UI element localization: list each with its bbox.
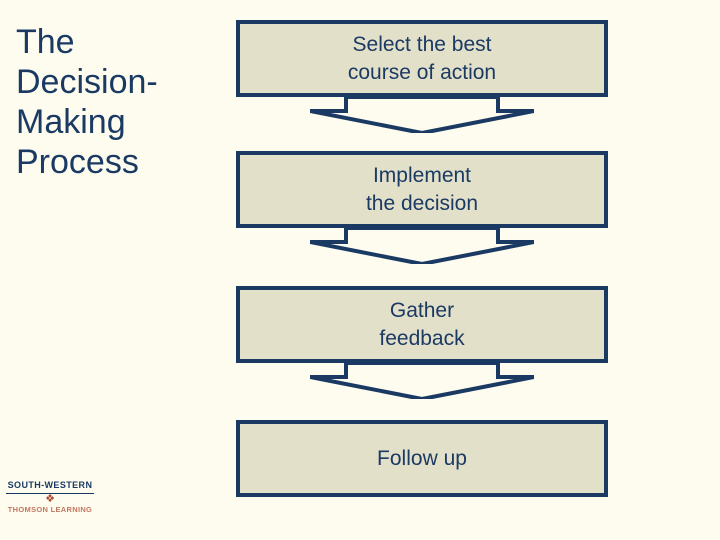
flow-step-4[interactable]: Follow up xyxy=(236,420,608,497)
flow-step-4-label: Follow up xyxy=(377,446,467,470)
down-arrow-1 xyxy=(310,97,534,133)
down-arrow-2 xyxy=(310,228,534,264)
flow-step-1[interactable]: Select the best course of action xyxy=(236,20,608,97)
logo-line-1: SOUTH-WESTERN xyxy=(7,480,93,490)
publisher-logo: SOUTH-WESTERN ❖ THOMSON LEARNING xyxy=(0,480,100,528)
down-arrow-3 xyxy=(310,363,534,399)
flow-step-3-label: Gather feedback xyxy=(379,298,465,350)
flow-step-2-label: Implement the decision xyxy=(365,163,479,215)
logo-diamond-icon: ❖ xyxy=(45,493,55,505)
flow-step-2[interactable]: Implement the decision xyxy=(236,151,608,228)
logo-line-2: THOMSON LEARNING xyxy=(7,505,93,514)
flow-step-1-label: Select the best course of action xyxy=(347,32,497,84)
logo-divider xyxy=(6,493,94,494)
page-title: The Decision- Making Process xyxy=(16,23,158,182)
flow-step-3[interactable]: Gather feedback xyxy=(236,286,608,363)
